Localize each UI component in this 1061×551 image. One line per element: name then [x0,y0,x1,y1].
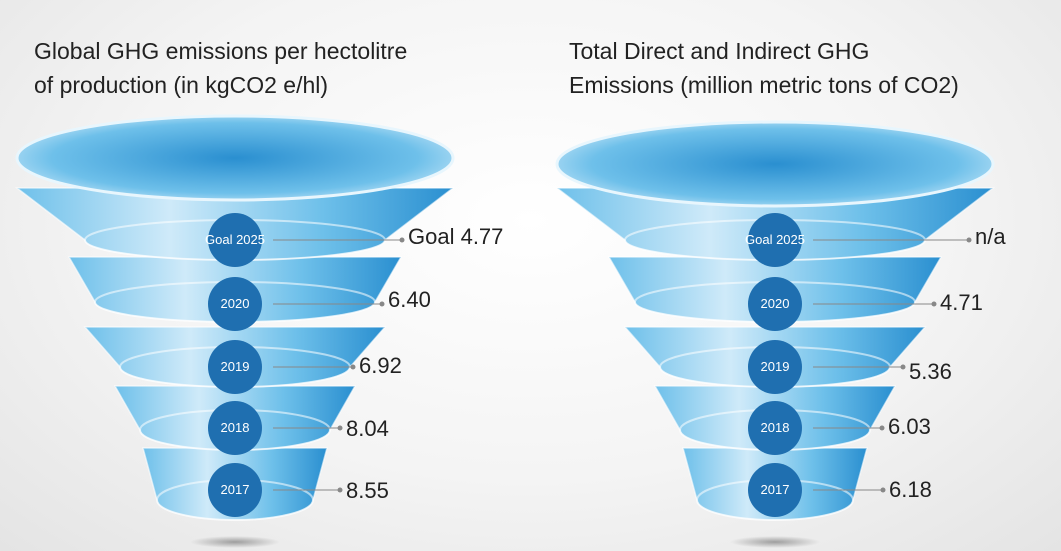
stage-circle [208,340,262,394]
title-line-1: Total Direct and Indirect GHG [569,38,870,64]
connector-dot [900,364,906,370]
stage-label-2017: 2017 [760,482,790,497]
value-label-goal-2025: Goal 4.77 [408,224,504,249]
funnel-graphic [554,120,996,548]
stage-label-2019: 2019 [220,359,250,374]
value-label-2017: 8.55 [346,478,389,503]
value-label-2018: 6.03 [888,414,931,439]
value-label-2017: 6.18 [889,477,932,502]
stage-circle [208,213,262,267]
stage-circle [208,463,262,517]
connector-dot [966,237,972,243]
stage-circle [748,401,802,455]
connector-dot [879,425,885,431]
stage-circle [208,277,262,331]
stage-label-2020: 2020 [760,296,790,311]
stage-circle [748,213,802,267]
connector-dot [379,301,385,307]
panel-title: Global GHG emissions per hectolitre of p… [34,34,474,102]
value-label-2020: 6.40 [388,287,431,312]
panel-title: Total Direct and Indirect GHG Emissions … [569,34,1029,102]
connector-dot [931,301,937,307]
value-label-2020: 4.71 [940,290,983,315]
funnel-rim [555,120,995,208]
floor-shadow [190,536,280,548]
stage-label-2019: 2019 [760,359,790,374]
floor-shadow [730,536,820,548]
stage-circle [748,463,802,517]
stage-circle [208,401,262,455]
value-label-goal-2025: n/a [975,224,1006,249]
stage-label-2020: 2020 [220,296,250,311]
funnel-panel-left: Global GHG emissions per hectolitre of p… [0,0,530,551]
title-line-2: Emissions (million metric tons of CO2) [569,72,959,98]
funnel-graphic [14,114,456,548]
stage-label-2017: 2017 [220,482,250,497]
connector-dot [880,487,886,493]
stage-label-goal-2025: Goal 2025 [745,232,805,247]
connector-dot [337,487,343,493]
title-line-2: of production (in kgCO2 e/hl) [34,72,329,98]
value-label-2019: 5.36 [909,359,952,384]
title-line-1: Global GHG emissions per hectolitre [34,38,408,64]
stage-label-goal-2025: Goal 2025 [205,232,265,247]
stage-circle [748,340,802,394]
value-label-2019: 6.92 [359,353,402,378]
funnel-rim [15,114,455,202]
connector-dot [350,364,356,370]
value-label-2018: 8.04 [346,416,389,441]
stage-circle [748,277,802,331]
stage-label-2018: 2018 [760,420,790,435]
connector-dot [399,237,405,243]
connector-dot [337,425,343,431]
stage-label-2018: 2018 [220,420,250,435]
funnel-panel-right: Total Direct and Indirect GHG Emissions … [531,0,1061,551]
